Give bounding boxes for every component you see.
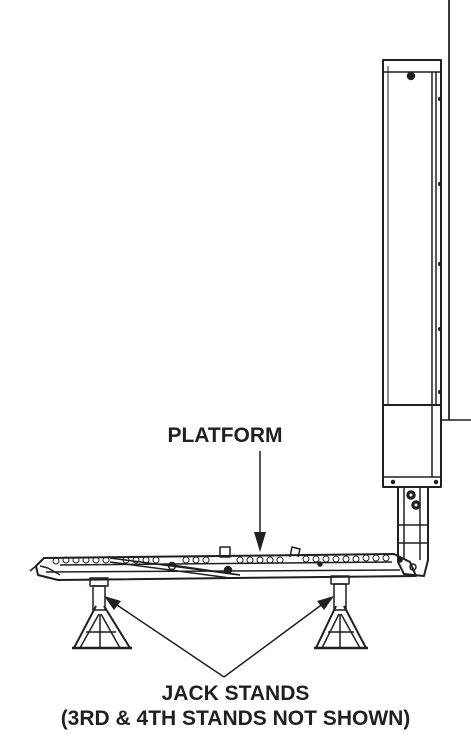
- jack-stands-label: JACK STANDS: [161, 682, 310, 705]
- platform-label: PLATFORM: [167, 424, 283, 447]
- platform-callout-arrow: [254, 451, 266, 552]
- jack-stand-1: [72, 577, 132, 650]
- lift-arm: [397, 487, 429, 577]
- column-housing: [382, 404, 449, 488]
- platform-deck: [29, 546, 417, 581]
- jack-stands-note: (3RD & 4TH STANDS NOT SHOWN): [60, 707, 411, 730]
- wall-outline: [448, 0, 471, 421]
- jack-stand-callout-arrows: [104, 596, 334, 678]
- column-bolt: [406, 71, 416, 81]
- jack-stand-2: [314, 575, 368, 650]
- deck-treadplate: [52, 554, 390, 565]
- lift-column: [382, 59, 443, 406]
